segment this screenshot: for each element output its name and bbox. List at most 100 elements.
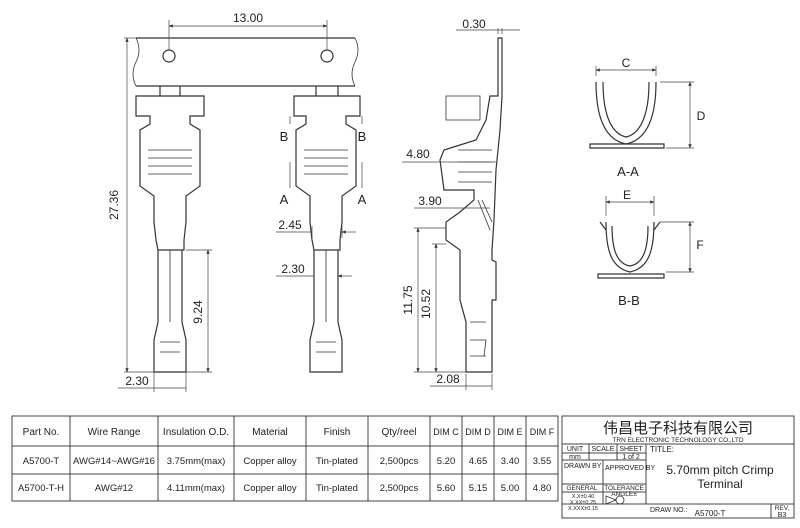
- tolerance-label: TOLERANCE: [604, 485, 644, 492]
- spec-header-5: Qty/reel: [381, 427, 416, 438]
- spec-cell-0-5: 2,500pcs: [380, 456, 419, 467]
- dim-924: 9.24: [186, 249, 212, 373]
- draw-no-value: A5700-T: [695, 509, 726, 518]
- title-line-1: 5.70mm pitch Crimp: [666, 463, 774, 477]
- approved-by-label: APPROVED BY: [605, 465, 656, 472]
- rev-label: REV.: [775, 505, 790, 512]
- pilot-hole-right: [320, 49, 334, 63]
- spec-header-8: DIM E: [497, 427, 522, 437]
- dim-230-bottom: 2.30: [118, 372, 187, 392]
- spec-cell-1-0: A5700-T-H: [18, 483, 64, 494]
- dim-208-label: 2.08: [436, 372, 460, 386]
- front-view: [132, 37, 359, 373]
- spec-cell-1-4: Tin-plated: [316, 483, 358, 494]
- section-bb: [597, 196, 694, 279]
- middle-view: [289, 86, 363, 373]
- dim-1175-label: 11.75: [401, 285, 415, 314]
- spec-cell-0-6: 5.20: [437, 456, 456, 467]
- middle-terminal-body: [293, 95, 361, 251]
- dim-lower-label: 9.24: [191, 300, 205, 324]
- spec-cell-0-9: 3.55: [533, 456, 552, 467]
- spec-header-0: Part No.: [23, 427, 60, 438]
- title-block: [561, 415, 795, 519]
- spec-table: [11, 415, 559, 502]
- spec-header-9: DIM F: [530, 427, 555, 437]
- spec-cell-1-5: 2,500pcs: [380, 483, 419, 494]
- sheet-label: SHEET: [619, 446, 643, 453]
- draw-no-label: DRAW NO.:: [650, 507, 688, 514]
- dim-245: 2.45: [276, 218, 356, 238]
- angle-label: ANGLE±: [611, 491, 637, 498]
- spec-header-2: Insulation O.D.: [163, 427, 229, 438]
- section-a-right: A: [358, 192, 367, 207]
- company-name-cn: 伟昌电子科技有限公司: [603, 420, 753, 437]
- spec-header-4: Finish: [324, 427, 351, 438]
- side-profile: [439, 37, 503, 373]
- sheet-value: 1 of 2: [622, 454, 640, 461]
- spec-cell-0-7: 4.65: [469, 456, 488, 467]
- dim-tip-label: 2.30: [125, 374, 149, 388]
- spec-cell-1-2: 4.11mm(max): [167, 483, 225, 494]
- middle-contact: [309, 250, 343, 373]
- spec-cell-1-6: 5.60: [437, 483, 456, 494]
- section-aa-c: C: [622, 56, 631, 70]
- tolerance-2: X.XX±0.25: [570, 500, 596, 506]
- dim-1175: 11.75: [401, 227, 466, 373]
- dim-030: 0.30: [456, 17, 520, 34]
- front-terminal-body: [135, 95, 205, 251]
- spec-table-text: Part No. Wire Range Insulation O.D. Materia…: [18, 427, 555, 494]
- section-b-right: B: [358, 129, 367, 144]
- dim-13: 13.00: [168, 11, 328, 50]
- spec-cell-0-8: 3.40: [501, 456, 520, 467]
- company-name-en: TRN ELECTRONIC TECHNOLOGY CO.,LTD: [612, 437, 743, 444]
- scale-label: SCALE: [592, 446, 615, 453]
- title-label: TITLE:: [650, 445, 674, 454]
- spec-cell-1-3: Copper alloy: [243, 483, 297, 494]
- spec-cell-0-0: A5700-T: [23, 456, 60, 467]
- spec-cell-0-4: Tin-plated: [316, 456, 358, 467]
- section-bb-f: F: [696, 238, 703, 252]
- dim-208: 2.08: [430, 372, 493, 390]
- drawn-by-label: DRAWN BY: [564, 463, 602, 470]
- dim-390-label: 3.90: [418, 194, 442, 208]
- spec-cell-1-9: 4.80: [533, 483, 552, 494]
- tolerance-1: X.X±0.40: [572, 494, 595, 500]
- section-aa-caption: A-A: [617, 164, 639, 179]
- unit-label: UNIT: [567, 446, 584, 453]
- spec-cell-1-8: 5.00: [501, 483, 520, 494]
- dim-thickness-label: 0.30: [462, 17, 486, 31]
- dim-245-label: 2.45: [278, 218, 302, 232]
- section-aa-d: D: [697, 109, 706, 123]
- dim-230-mid-label: 2.30: [281, 262, 305, 276]
- dim-1052: 10.52: [419, 243, 446, 373]
- dim-height-label: 27.36: [107, 190, 121, 220]
- pilot-hole-left: [162, 49, 176, 63]
- dim-2736: 27.36: [107, 37, 154, 373]
- general-label: GENERAL: [566, 485, 597, 492]
- carrier-strip: [136, 37, 355, 87]
- spec-cell-0-2: 3.75mm(max): [167, 456, 226, 467]
- dim-230-mid: 2.30: [276, 262, 352, 278]
- spec-cell-0-3: Copper alloy: [243, 456, 297, 467]
- section-a-left: A: [280, 192, 289, 207]
- spec-header-1: Wire Range: [88, 427, 141, 438]
- section-b-left: B: [280, 129, 289, 144]
- tolerance-3: X.XXX±0.15: [568, 506, 598, 512]
- title-line-2: Terminal: [697, 477, 742, 491]
- dim-480-label: 4.80: [406, 147, 430, 161]
- side-view: [439, 37, 503, 373]
- spec-cell-1-1: AWG#12: [95, 483, 133, 494]
- section-bb-caption: B-B: [618, 293, 640, 308]
- spec-header-3: Material: [252, 427, 288, 438]
- dim-480: 4.80: [402, 147, 496, 163]
- dim-1052-label: 10.52: [419, 289, 433, 319]
- section-aa: [589, 66, 694, 149]
- spec-header-7: DIM D: [465, 427, 491, 437]
- spec-header-6: DIM C: [433, 427, 459, 437]
- rev-value: B3: [778, 512, 787, 519]
- unit-value: mm: [569, 454, 581, 461]
- spec-cell-0-1: AWG#14~AWG#16: [73, 456, 155, 467]
- section-bb-e: E: [623, 188, 631, 202]
